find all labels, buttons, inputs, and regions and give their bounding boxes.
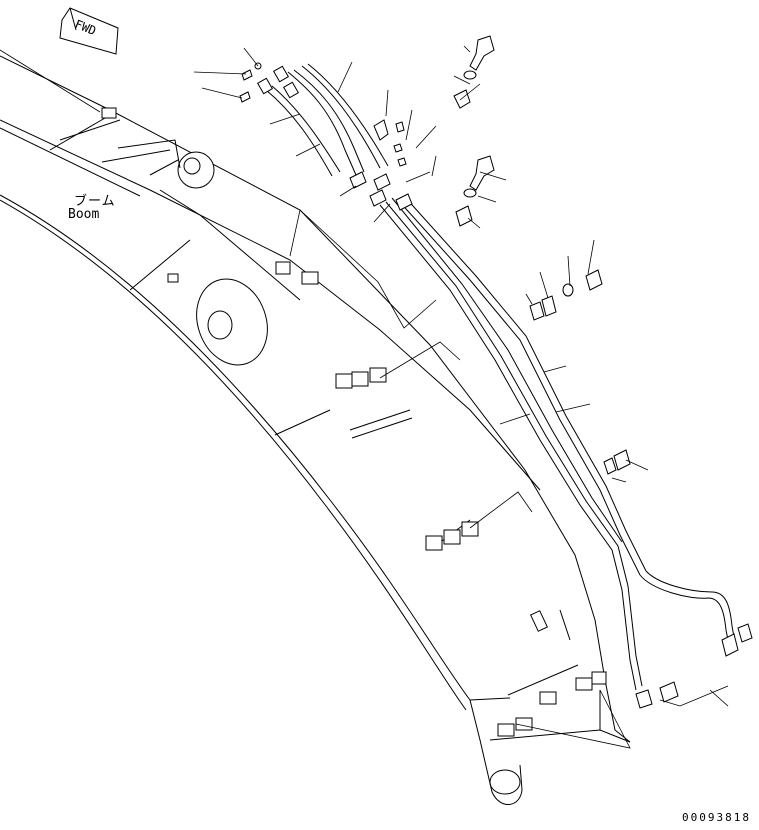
leader-lines [0, 45, 729, 749]
fittings [101, 35, 753, 737]
hose-lines [265, 63, 737, 691]
boom-body [0, 55, 631, 805]
drawing-number: 00093818 [682, 811, 751, 824]
boom-label-en: Boom [68, 207, 100, 222]
fwd-arrow [59, 7, 119, 55]
boom-label-jp: ブーム [74, 194, 116, 209]
